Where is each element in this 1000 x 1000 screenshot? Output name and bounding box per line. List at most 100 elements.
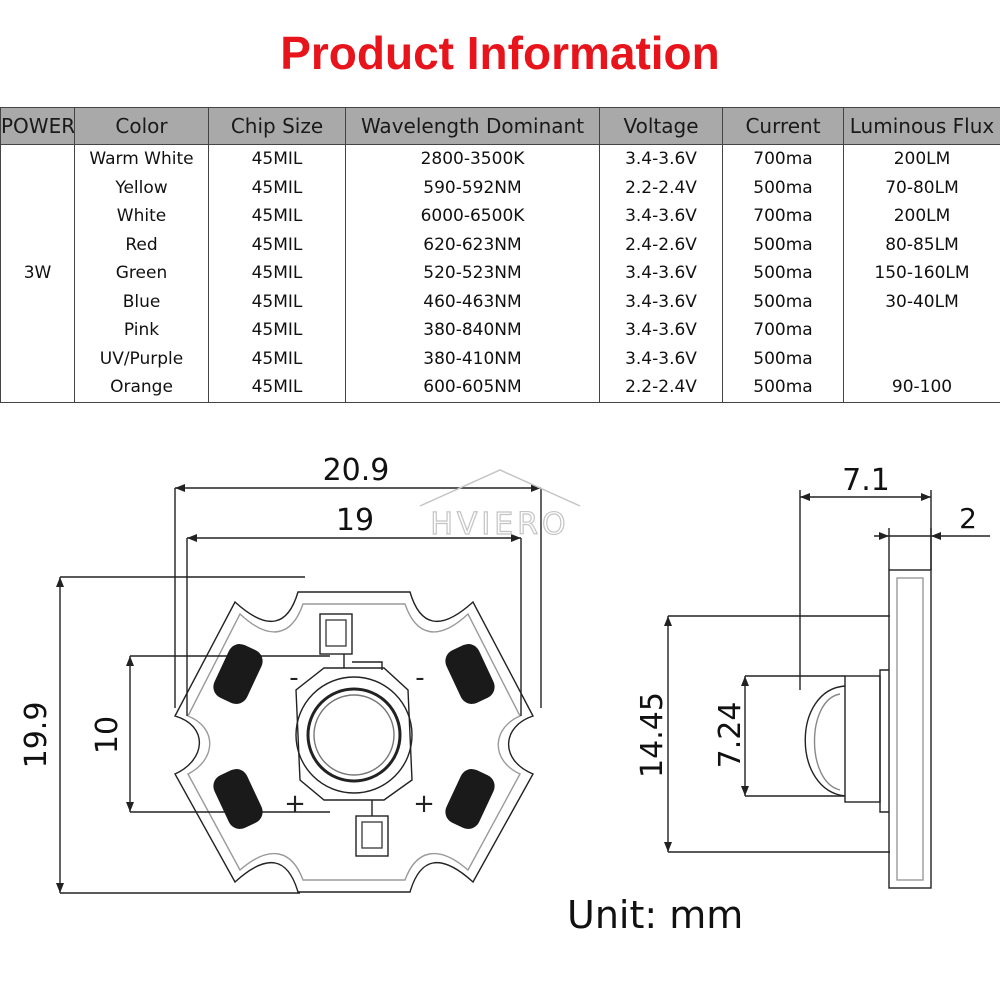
side-lens — [804, 685, 846, 797]
table-cell: 2.2-2.4V — [599, 173, 723, 202]
dim-side-height — [667, 615, 890, 853]
table-cell — [843, 344, 1000, 373]
table-cell: 2800-3500K — [345, 144, 600, 174]
dim-lens-height-label: 7.24 — [713, 702, 748, 769]
column-header: Color — [74, 107, 209, 145]
table-cell: 45MIL — [208, 259, 346, 288]
dim-side-depth — [799, 490, 932, 690]
page-title: Product Information — [280, 27, 720, 79]
dim-pad-spacing-label: 10 — [90, 716, 125, 754]
dim-lens-height — [744, 675, 845, 797]
table-cell — [843, 316, 1000, 345]
solder-pad-bottom-right — [445, 769, 495, 829]
table-cell: 620-623NM — [345, 230, 600, 259]
column-header: Wavelength Dominant — [345, 107, 600, 145]
column-header: Luminous Flux — [843, 107, 1000, 145]
emitter-lens — [306, 687, 402, 783]
star-board-outline — [173, 591, 535, 893]
table-cell: 700ma — [722, 316, 844, 345]
polarity-minus-right: - — [415, 663, 424, 693]
table-cell: 600-605NM — [345, 373, 600, 403]
table-cell: 500ma — [722, 259, 844, 288]
column-header: Chip Size — [208, 107, 346, 145]
dim-inner-width-label: 19 — [336, 503, 374, 538]
table-cell: 3.4-3.6V — [599, 259, 723, 288]
table-cell: 700ma — [722, 202, 844, 231]
table-cell: Pink — [74, 316, 209, 345]
table-cell: 6000-6500K — [345, 202, 600, 231]
watermark: HVIERO — [430, 507, 569, 542]
table-cell: 70-80LM — [843, 173, 1000, 202]
table-cell: 3.4-3.6V — [599, 344, 723, 373]
power-cell: 3W — [0, 144, 75, 403]
table-cell: 500ma — [722, 373, 844, 403]
table-cell: Warm White — [74, 144, 209, 174]
table-cell: 500ma — [722, 230, 844, 259]
table-cell: 500ma — [722, 173, 844, 202]
emitter-ring — [295, 676, 413, 794]
table-cell: Orange — [74, 373, 209, 403]
table-cell: 590-592NM — [345, 173, 600, 202]
table-cell: White — [74, 202, 209, 231]
anode-tab — [319, 613, 353, 655]
polarity-plus-right: + — [413, 789, 435, 819]
table-cell: 700ma — [722, 144, 844, 174]
table-cell: 80-85LM — [843, 230, 1000, 259]
dim-total-width — [174, 487, 542, 708]
dim-side-height-label: 14.45 — [635, 692, 670, 778]
table-cell: 3.4-3.6V — [599, 202, 723, 231]
table-cell: 45MIL — [208, 173, 346, 202]
table-cell: Yellow — [74, 173, 209, 202]
table-cell: 45MIL — [208, 144, 346, 174]
dim-board-thickness-label: 2 — [959, 502, 977, 535]
solder-pad-top-right — [445, 644, 495, 704]
table-cell: 45MIL — [208, 202, 346, 231]
table-cell: 2.4-2.6V — [599, 230, 723, 259]
table-cell: 380-410NM — [345, 344, 600, 373]
solder-pad-top-left — [213, 644, 263, 704]
table-cell: 3.4-3.6V — [599, 287, 723, 316]
column-header: Current — [722, 107, 844, 145]
column-header: Voltage — [599, 107, 723, 145]
dim-inner-width — [186, 537, 522, 716]
table-cell: 45MIL — [208, 230, 346, 259]
table-cell: 200LM — [843, 144, 1000, 174]
table-cell: 3.4-3.6V — [599, 316, 723, 345]
table-cell: 3.4-3.6V — [599, 144, 723, 174]
table-cell: UV/Purple — [74, 344, 209, 373]
table-cell: Green — [74, 259, 209, 288]
star-board-inner-outline — [187, 603, 521, 881]
table-cell: 200LM — [843, 202, 1000, 231]
dim-total-width-label: 20.9 — [323, 453, 390, 488]
unit-label: Unit: mm — [567, 893, 744, 937]
dim-total-height — [59, 576, 305, 894]
dim-total-height-label: 19.9 — [19, 702, 54, 769]
side-emitter-base — [844, 675, 881, 803]
table-cell: 500ma — [722, 344, 844, 373]
table-cell: 460-463NM — [345, 287, 600, 316]
dim-side-depth-label: 7.1 — [842, 463, 890, 498]
polarity-plus-left: + — [284, 789, 306, 819]
table-cell: 520-523NM — [345, 259, 600, 288]
watermark-roof — [419, 469, 581, 507]
table-cell: 380-840NM — [345, 316, 600, 345]
solder-pad-bottom-left — [213, 769, 263, 829]
table-cell: 500ma — [722, 287, 844, 316]
polarity-minus-left: - — [289, 663, 298, 693]
table-cell: 2.2-2.4V — [599, 373, 723, 403]
column-header: POWER — [0, 107, 75, 145]
table-cell: 45MIL — [208, 344, 346, 373]
table-cell: 45MIL — [208, 373, 346, 403]
